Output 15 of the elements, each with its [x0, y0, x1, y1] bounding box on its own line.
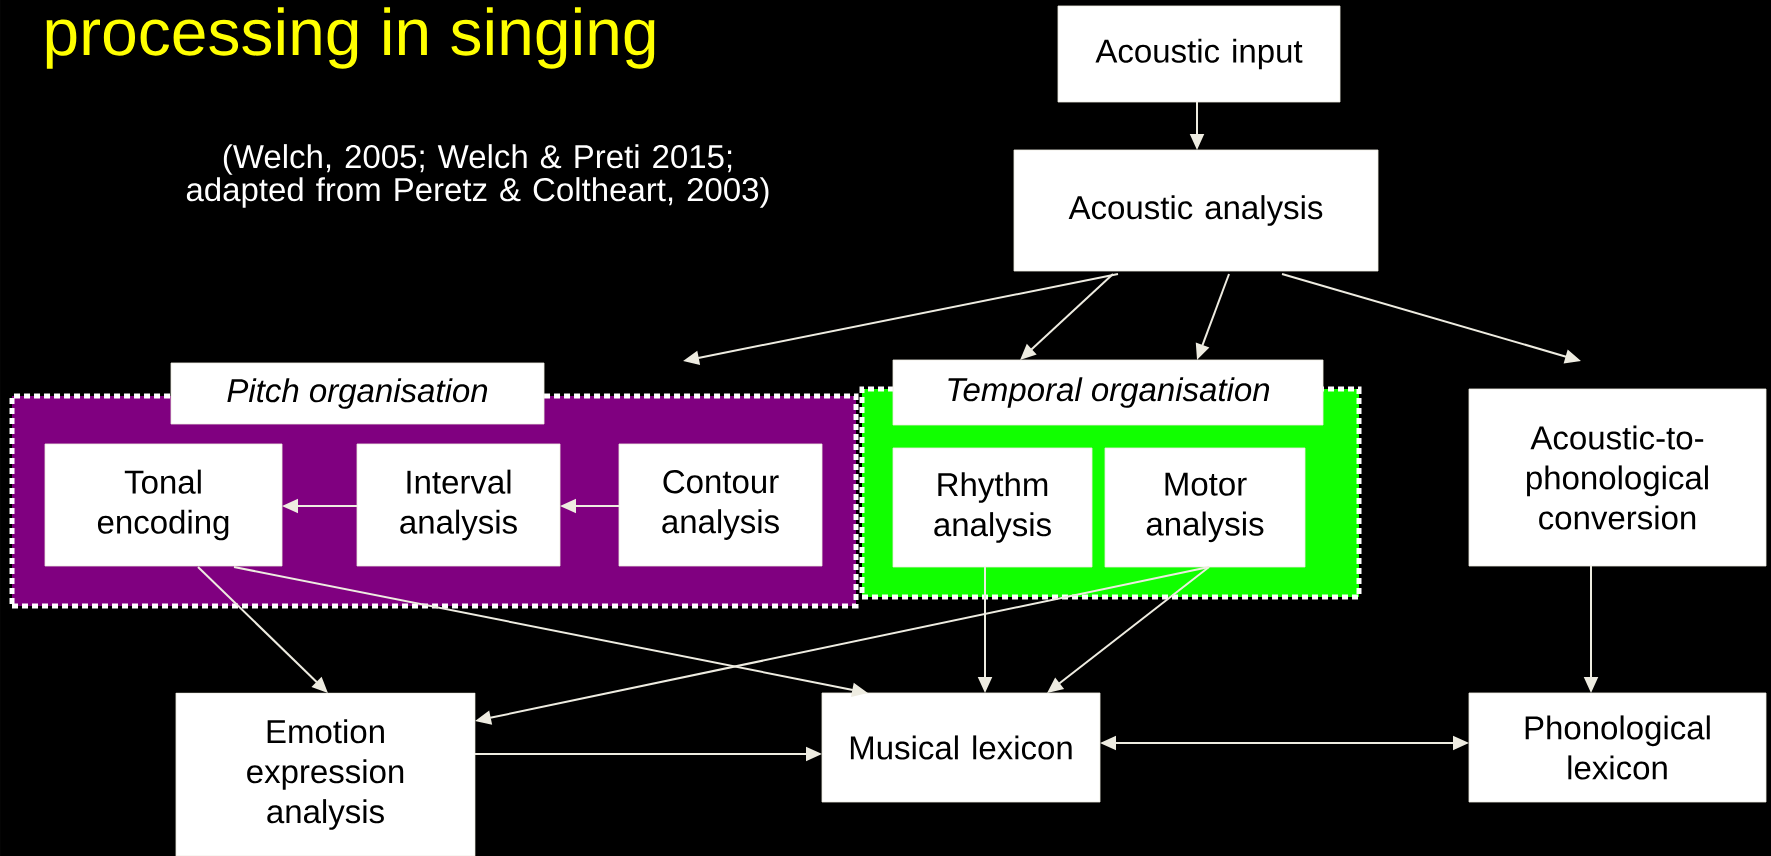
title: processing in singing	[46, 7, 655, 69]
process-box: Emotion expression analysis	[175, 692, 476, 856]
process-box: Tonal encoding	[44, 443, 283, 567]
citation: (Welch, 2005; Welch & Preti 2015; adapted from Peretz & Coltheart, 2003)	[186, 144, 769, 208]
process-box: Contour analysis	[618, 443, 823, 567]
arrow	[1020, 273, 1114, 360]
process-box: Musical lexicon	[821, 692, 1101, 803]
process-box: Rhythm analysis	[892, 447, 1093, 568]
process-box: Acoustic-to-phonological conversion	[1468, 388, 1767, 567]
process-box: Motor analysis	[1104, 447, 1306, 568]
process-box: Acoustic input	[1057, 5, 1341, 103]
process-box: Acoustic analysis	[1013, 149, 1379, 272]
arrow	[197, 566, 328, 693]
process-box: Phonological lexicon	[1468, 692, 1767, 803]
process-box: Interval analysis	[356, 443, 561, 567]
